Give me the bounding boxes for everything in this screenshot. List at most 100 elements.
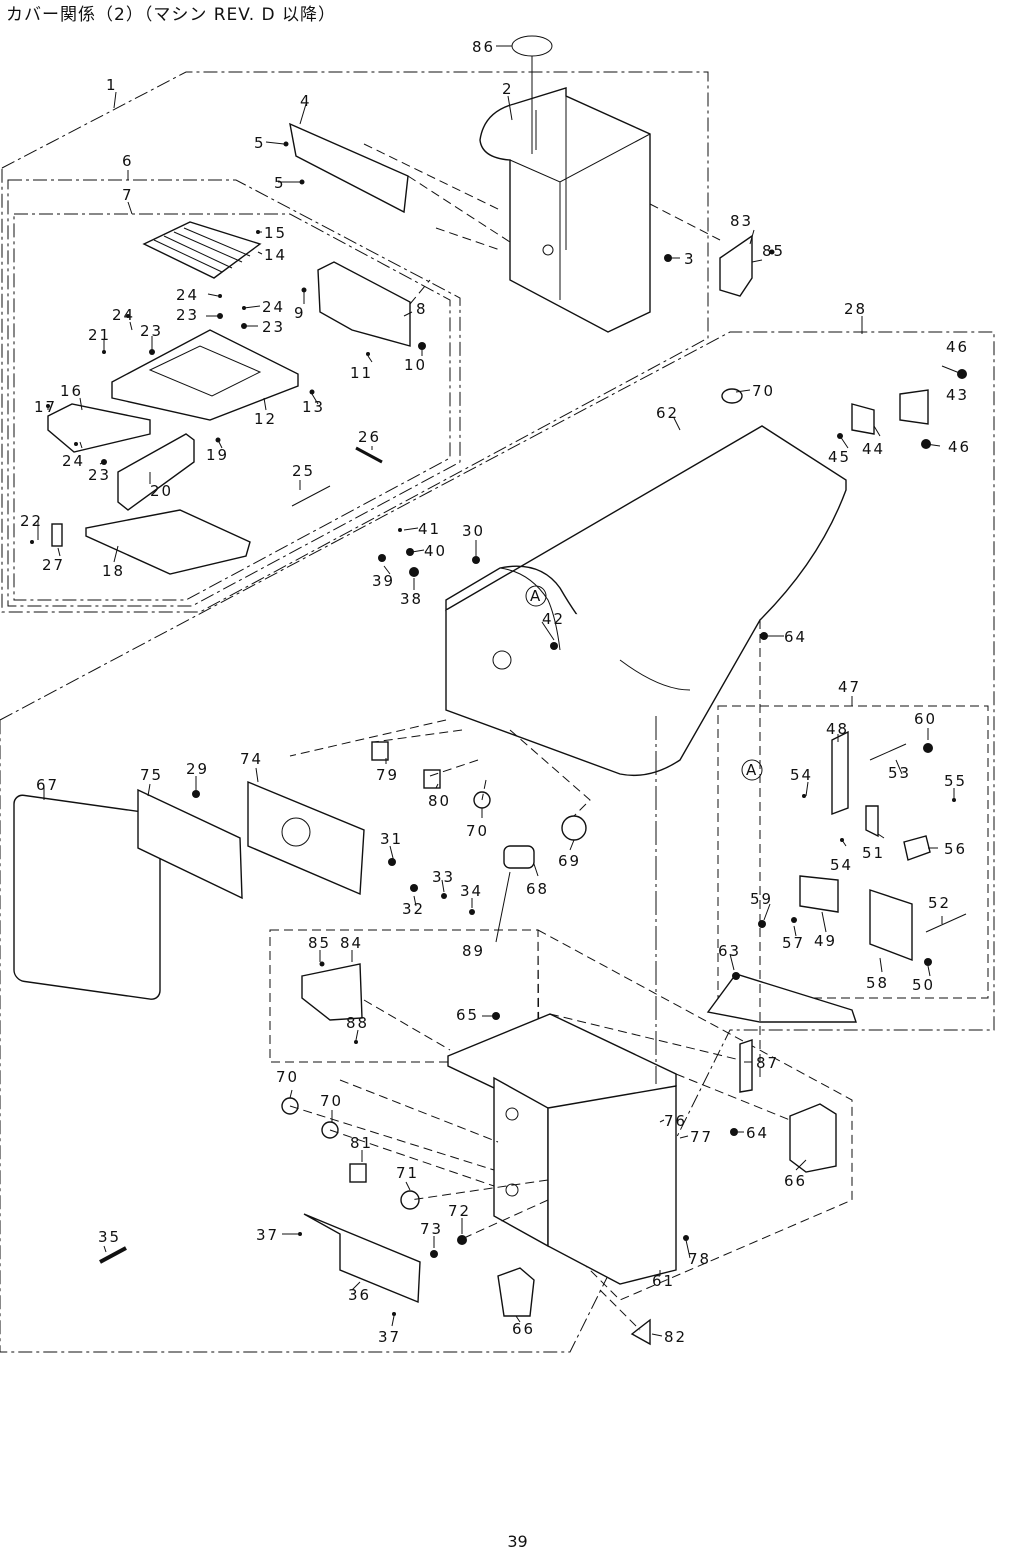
part-25-rod: [291, 485, 331, 507]
part-52-rod: [925, 913, 967, 933]
label-24c: 24: [112, 306, 135, 324]
part-49-bracket: [799, 875, 839, 913]
page-number: 39: [507, 1532, 528, 1551]
part-79-switch: [371, 741, 389, 761]
part-20-bracket: [117, 433, 195, 511]
label-1: 1: [106, 76, 118, 94]
part-81-switch: [349, 1163, 367, 1183]
label-86: 86: [472, 38, 495, 56]
label-10: 10: [404, 356, 427, 374]
label-56: 56: [944, 840, 967, 858]
part-66-switch-lower: [497, 1267, 535, 1317]
part-63-plate: [706, 973, 857, 1023]
label-52: 52: [928, 894, 951, 912]
part-18-tray: [85, 509, 251, 575]
label-25: 25: [292, 462, 315, 480]
part-53-screw: [869, 743, 907, 761]
label-15: 15: [264, 224, 287, 242]
label-64a: 64: [784, 628, 807, 646]
label-18: 18: [102, 562, 125, 580]
part-8-bracket: [317, 261, 411, 347]
callout-A-circle-2: [741, 759, 763, 781]
part-68-button: [503, 845, 535, 869]
callout-A-label-2: A: [746, 761, 758, 779]
label-26: 26: [358, 428, 381, 446]
part-4-side-cover: [289, 122, 409, 214]
group-84-outline: [269, 929, 539, 1063]
label-85a: 85: [762, 242, 785, 260]
label-70b: 70: [466, 822, 489, 840]
label-62: 62: [656, 404, 679, 422]
part-number-labels: 86 1 2 4 5 5 6 7 83 85 3 15 14 24 23 24 …: [20, 38, 971, 1346]
label-9: 9: [294, 304, 306, 322]
label-75: 75: [140, 766, 163, 784]
label-19: 19: [206, 446, 229, 464]
label-71: 71: [396, 1164, 419, 1182]
part-84-plate: [301, 963, 363, 1021]
label-46b: 46: [948, 438, 971, 456]
label-88: 88: [346, 1014, 369, 1032]
label-27: 27: [42, 556, 65, 574]
label-12: 12: [254, 410, 277, 428]
label-84: 84: [340, 934, 363, 952]
part-56-block: [903, 835, 931, 861]
label-55: 55: [944, 772, 967, 790]
label-36: 36: [348, 1286, 371, 1304]
group-1-outline: [1, 71, 709, 613]
label-85b: 85: [308, 934, 331, 952]
label-89: 89: [462, 942, 485, 960]
label-60: 60: [914, 710, 937, 728]
label-16: 16: [60, 382, 83, 400]
label-23a: 23: [176, 306, 199, 324]
callout-A-label: A: [530, 587, 542, 605]
page-title: カバー関係（2）（マシン REV. D 以降）: [6, 5, 337, 25]
label-70a: 70: [752, 382, 775, 400]
part-86-cap: [511, 35, 553, 57]
exploded-parts-diagram: A A: [0, 35, 995, 1353]
label-54a: 54: [790, 766, 813, 784]
part-58-bracket: [869, 889, 913, 962]
label-63: 63: [718, 942, 741, 960]
part-62-main-cover: [445, 425, 847, 777]
label-69: 69: [558, 852, 581, 870]
label-41: 41: [418, 520, 441, 538]
part-75-plate: [137, 788, 243, 900]
label-46a: 46: [946, 338, 969, 356]
label-30: 30: [462, 522, 485, 540]
group-6-outline: [7, 179, 461, 607]
label-23b: 23: [262, 318, 285, 336]
label-47: 47: [838, 678, 861, 696]
label-79: 79: [376, 766, 399, 784]
part-61-base-frame: [447, 1013, 677, 1285]
label-17: 17: [34, 398, 57, 416]
part-71-plug: [400, 1190, 420, 1210]
label-53: 53: [888, 764, 911, 782]
label-23d: 23: [88, 466, 111, 484]
label-66a: 66: [784, 1172, 807, 1190]
label-37a: 37: [256, 1226, 279, 1244]
label-5a: 5: [254, 134, 266, 152]
label-21: 21: [88, 326, 111, 344]
callout-A-circle: [525, 585, 547, 607]
label-4: 4: [300, 92, 312, 110]
part-2-upper-cover: [479, 87, 651, 333]
part-83-plate: [719, 234, 753, 297]
label-80: 80: [428, 792, 451, 810]
label-48: 48: [826, 720, 849, 738]
label-31: 31: [380, 830, 403, 848]
part-48-bracket: [831, 730, 849, 816]
label-77: 77: [690, 1128, 713, 1146]
label-13: 13: [302, 398, 325, 416]
label-43: 43: [946, 386, 969, 404]
label-65: 65: [456, 1006, 479, 1024]
label-64b: 64: [746, 1124, 769, 1142]
label-42: 42: [542, 610, 565, 628]
part-66-block: [789, 1103, 837, 1173]
part-70-plug-top: [721, 388, 743, 404]
label-58: 58: [866, 974, 889, 992]
label-54b: 54: [830, 856, 853, 874]
label-29: 29: [186, 760, 209, 778]
label-70d: 70: [320, 1092, 343, 1110]
label-23c: 23: [140, 322, 163, 340]
label-83: 83: [730, 212, 753, 230]
